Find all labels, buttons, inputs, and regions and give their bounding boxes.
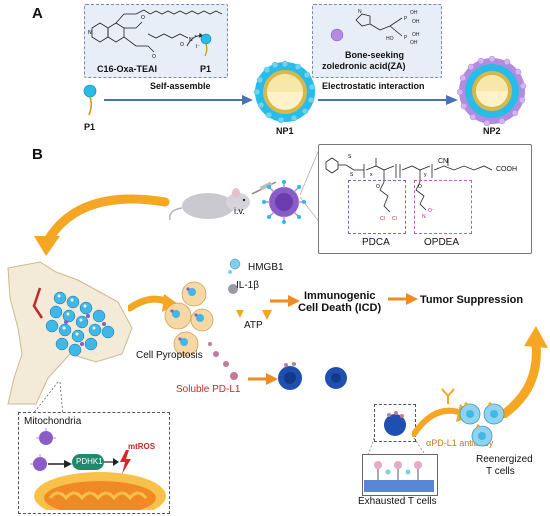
p1-icon <box>83 84 97 116</box>
svg-text:S: S <box>348 154 352 160</box>
svg-text:O: O <box>141 15 145 21</box>
c16-oxa-teai-structure: N O O O N + I⁻ <box>88 9 223 60</box>
receptor-ligand-illustration <box>364 461 434 492</box>
za-particle-icon <box>330 28 344 42</box>
polymer-structure-box <box>318 144 532 254</box>
reenergized-t-cells <box>459 402 505 447</box>
il1b-label: IL-1β <box>236 280 259 291</box>
reenergized-label-1: Reenergized <box>476 454 533 465</box>
mitochondria-label: Mitochondria <box>24 416 82 427</box>
svg-text:Cl: Cl <box>380 216 385 222</box>
self-assemble-arrow <box>104 95 253 105</box>
self-assemble-label: Self-assemble <box>150 81 211 91</box>
cooh-label: COOH <box>496 166 517 173</box>
panel-b-letter: B <box>32 146 43 163</box>
svg-text:O: O <box>376 184 380 190</box>
icd-label-2: Cell Death (ICD) <box>298 302 382 314</box>
bone-to-cells-arrow <box>128 294 178 312</box>
curved-arrow-left <box>34 194 170 256</box>
hmgb1-dots <box>228 258 241 274</box>
atp-triangles <box>236 310 272 320</box>
pdca-box <box>348 180 406 234</box>
np2-small-icon <box>262 180 306 224</box>
atp-label: ATP <box>244 320 263 331</box>
pyroptotic-cells <box>164 281 214 357</box>
svg-text:OH: OH <box>410 40 418 46</box>
exhausted-zoom-box <box>374 404 416 442</box>
pdhk1-label: PDHK1 <box>76 457 103 466</box>
svg-text:N: N <box>422 214 426 220</box>
svg-text:OH: OH <box>410 10 418 16</box>
svg-text:P: P <box>404 35 408 41</box>
svg-text:N: N <box>358 9 362 15</box>
pdhk1-to-mtros-arrow <box>104 458 119 466</box>
panel-a-letter: A <box>32 5 43 22</box>
za-box <box>312 4 442 78</box>
icd-arrow <box>270 295 300 307</box>
icd-label-1: Immunogenic <box>304 290 376 302</box>
np1-label: NP1 <box>276 126 294 136</box>
svg-text:HO: HO <box>386 36 394 42</box>
soluble-pdl1-dots <box>208 342 238 380</box>
np2-label: NP2 <box>483 126 501 136</box>
mtros-bolt-icon <box>120 450 131 474</box>
svg-text:S: S <box>350 172 354 178</box>
antibody-icon <box>441 388 455 404</box>
svg-text:y: y <box>424 172 427 178</box>
opdea-label: OPDEA <box>424 237 460 248</box>
electrostatic-label: Electrostatic interaction <box>322 81 425 91</box>
p1-label: P1 <box>84 122 96 132</box>
svg-text:+: + <box>194 33 197 38</box>
mtros-label: mtROS <box>128 442 156 451</box>
soluble-pdl1-label: Soluble PD-L1 <box>176 384 241 395</box>
svg-text:Cl: Cl <box>392 216 397 222</box>
exhausted-t-cell-top <box>384 411 406 436</box>
za-structure: N HO P P OH OH OH OH <box>355 9 420 46</box>
mouse-illustration <box>169 181 277 221</box>
tumor-suppression-label: Tumor Suppression <box>420 294 524 306</box>
np2-nanoparticle <box>457 56 527 126</box>
curved-arrow-right <box>499 326 548 418</box>
iv-label: i.v. <box>234 206 245 216</box>
svg-text:I⁻: I⁻ <box>196 44 200 50</box>
svg-text:x: x <box>370 172 373 178</box>
pdhk1-badge <box>72 454 104 470</box>
svg-text:N: N <box>88 30 92 36</box>
pdl1-arrow <box>248 373 278 385</box>
za-label-2: zoledronic acid(ZA) <box>322 61 406 71</box>
p1-small-label: P1 <box>200 64 212 74</box>
svg-text:O: O <box>180 42 184 48</box>
p1-small-icon <box>186 32 212 57</box>
svg-text:O: O <box>418 184 422 190</box>
exhausted-label: Exhausted T cells <box>358 496 437 507</box>
il1b-dots <box>228 284 238 294</box>
hmgb1-label: HMGB1 <box>248 262 284 273</box>
cn-label: CN <box>438 158 449 165</box>
svg-text:O: O <box>152 54 156 60</box>
tumor-suppression-arrow <box>388 293 418 305</box>
svg-text:O⁻: O⁻ <box>428 208 435 214</box>
electrostatic-arrow <box>318 95 458 105</box>
polymer-structure: S S x y O O Cl Cl N O⁻ <box>325 154 493 222</box>
svg-text:P: P <box>404 16 408 22</box>
exhausted-zoom-lines <box>368 438 427 456</box>
np1-nanoparticle <box>253 60 316 124</box>
opdea-box <box>414 180 472 234</box>
c16-oxa-teai-label: C16-Oxa-TEAI <box>97 64 158 74</box>
reenergized-label-2: T cells <box>486 466 515 477</box>
za-label-1: Bone-seeking <box>345 50 405 60</box>
cell-pyroptosis-label: Cell Pyroptosis <box>136 350 203 361</box>
svg-text:OH: OH <box>412 32 420 38</box>
pdca-label: PDCA <box>362 237 390 248</box>
antibody-label: αPD-L1 antibody <box>426 438 494 448</box>
svg-text:OH: OH <box>412 19 420 25</box>
mitochondria-illustration <box>30 428 166 510</box>
bone-illustration <box>7 261 133 405</box>
zoom-lines <box>299 146 321 224</box>
blocked-t-cells <box>278 362 347 390</box>
